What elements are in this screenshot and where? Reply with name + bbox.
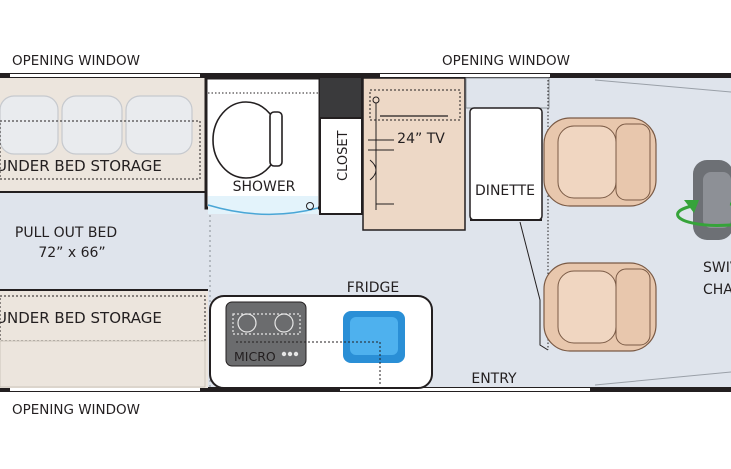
entry-label: ENTRY (471, 371, 517, 387)
swivel-arrowhead-icon (684, 200, 699, 213)
shower-floor-tint (208, 196, 318, 214)
pull-out-bed-label: PULL OUT BED (15, 225, 117, 241)
sink-inner (350, 317, 398, 355)
cab-outline (594, 79, 731, 386)
swivel-chair-label-line2: CHA (703, 282, 731, 298)
shower-drain-icon (306, 202, 314, 210)
closet-top-dark (320, 78, 362, 118)
dinette-leg-guide (519, 221, 549, 351)
dinette (469, 107, 543, 221)
outer-wall-top (0, 73, 731, 78)
burner-icon (232, 313, 301, 335)
pillow-icon (0, 95, 193, 155)
swivel-chair-icon (693, 160, 731, 240)
under-bed-storage-top-label: UNDER BED STORAGE (0, 157, 162, 175)
window-top-left (10, 74, 200, 77)
storage-outline-top (0, 120, 201, 180)
dinette-label: DINETTE (475, 183, 535, 199)
closet-label: CLOSET (336, 130, 351, 181)
opening-window-top-left-label: OPENING WINDOW (12, 53, 140, 69)
opening-window-bottom-label: OPENING WINDOW (12, 402, 140, 418)
window-top-right (380, 74, 550, 77)
dinette-back (465, 77, 550, 109)
shower-door-arc (207, 204, 319, 216)
captain-seat-top (543, 117, 657, 207)
captain-seat-bottom (543, 262, 657, 352)
tv-label: 24” TV (397, 131, 445, 147)
micro-controls-icon (281, 351, 299, 357)
entry-door-opening (340, 388, 590, 391)
swivel-arrow-icon (676, 202, 731, 227)
fridge-outline (236, 341, 381, 386)
toilet-icon (212, 101, 283, 179)
under-bed-storage-bottom-label: UNDER BED STORAGE (0, 309, 162, 327)
window-bottom (10, 388, 200, 391)
cabinet-handles (368, 96, 394, 210)
shower-label: SHOWER (233, 179, 296, 195)
bed-bottom-inner (0, 340, 206, 388)
opening-window-top-right-label: OPENING WINDOW (442, 53, 570, 69)
tv-cabinet (362, 77, 466, 231)
pull-out-bed-size-label: 72” x 66” (38, 245, 105, 261)
tv-screen-outline (369, 89, 461, 121)
fridge-label: FRIDGE (347, 280, 399, 296)
swivel-chair-label-line1: SWIV (703, 260, 731, 276)
micro-label: MICRO (234, 349, 276, 364)
